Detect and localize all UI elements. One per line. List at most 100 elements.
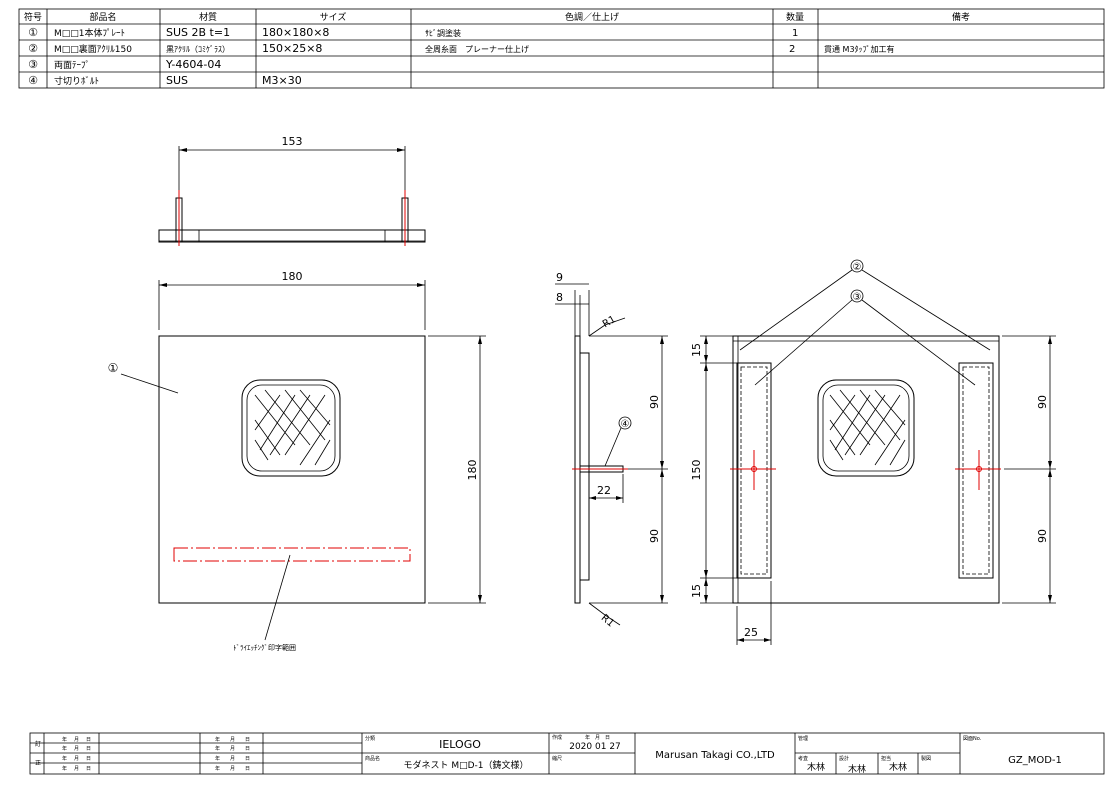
designer-name: 木林 [848, 763, 866, 775]
ymd-day-1: 日 [86, 737, 91, 743]
ymd-month-5: 月 [230, 737, 235, 743]
parts-table: 符号 部品名 材質 サイズ 色調／仕上げ 数量 備考 ① M□□1本体ﾌﾟﾚｰﾄ… [18, 8, 1105, 89]
ymd-year-3: 年 [62, 755, 67, 762]
ymd-month-6: 月 [230, 746, 235, 752]
dim-side-8: 8 [556, 291, 563, 304]
category-label: 分類 [365, 735, 375, 742]
row4-part-name: 寸切りﾎﾞﾙﾄ [54, 75, 99, 87]
header-material: 材質 [199, 11, 217, 23]
company-name: Marusan Takagi CO.,LTD [655, 750, 775, 761]
etching-range [173, 547, 411, 562]
parts-table-border [18, 8, 1105, 89]
checker-label: 考査 [798, 755, 808, 762]
header-remarks: 備考 [952, 11, 970, 23]
callout-4: ④ [621, 419, 630, 430]
ymd-day-3: 日 [86, 756, 91, 762]
dim-back-15-top: 15 [690, 343, 703, 357]
ymd-year-4: 年 [62, 765, 67, 772]
title-block-border [29, 732, 1105, 775]
header-qty: 数量 [786, 11, 804, 23]
etching-note: ﾄﾞﾗｲｴｯﾁﾝｸﾞ印字範囲 [233, 643, 296, 652]
row4-material: SUS [166, 74, 188, 87]
ymd-month-3: 月 [74, 756, 79, 762]
row3-part-name: 両面ﾃｰﾌﾟ [54, 60, 90, 71]
row2-symbol: ② [28, 42, 38, 55]
row2-remarks: 貫通 M3ﾀｯﾌﾟ加工有 [824, 44, 895, 54]
row1-qty: 1 [792, 28, 798, 39]
dim-side-90-lower: 90 [648, 529, 661, 543]
callout-2: ② [853, 262, 862, 273]
row3-material: Y-4604-04 [165, 58, 221, 71]
ymd-day-4: 日 [86, 766, 91, 772]
front-cutout-pattern [241, 379, 341, 477]
front-view-plate [158, 335, 426, 604]
category-value: IELOGO [439, 738, 481, 751]
ymd-month-7: 月 [230, 756, 235, 762]
ymd-day-2: 日 [86, 746, 91, 752]
designer-label: 設計 [839, 755, 849, 762]
dim-side-90-upper: 90 [648, 395, 661, 409]
dim-side-r1-bottom: R1 [599, 613, 616, 630]
dim-back-150: 150 [690, 460, 703, 481]
row4-size: M3×30 [262, 74, 302, 87]
top-view: 153 [158, 135, 426, 246]
checker-name: 木林 [807, 761, 825, 773]
ymd-year-2: 年 [62, 745, 67, 752]
row1-symbol: ① [28, 26, 38, 39]
header-part-name: 部品名 [89, 11, 116, 23]
row3-symbol: ③ [28, 58, 38, 71]
row2-part-name: M□□裏面ｱｸﾘﾙ150 [54, 43, 132, 55]
ymd-year-7: 年 [215, 755, 220, 762]
row1-size: 180×180×8 [262, 26, 329, 39]
drafter-name: 木林 [889, 761, 907, 773]
back-cutout-pattern [817, 379, 915, 477]
created-ymd: 年 月 日 [585, 734, 610, 741]
ymd-month-2: 月 [74, 746, 79, 752]
ymd-day-8: 日 [245, 766, 250, 772]
back-view-acrylic-left [736, 362, 772, 579]
product-value: モダネスト M□D-1（鋳文様） [403, 759, 528, 771]
row2-material: 黒ｱｸﾘﾙ（ｺﾐｹﾞﾗｽ） [166, 45, 230, 54]
dim-top-width: 153 [282, 135, 303, 148]
scale-label: 縮尺 [552, 755, 562, 762]
manager-label: 管理 [798, 735, 808, 742]
row2-finish: 全周糸面 プレーナー仕上げ [425, 44, 529, 54]
ymd-month-4: 月 [74, 766, 79, 772]
dim-back-25: 25 [744, 626, 758, 639]
ymd-year-1: 年 [62, 736, 67, 743]
title-block: 訂 正 年 月 日 年 月 日 年 月 日 年 月 日 年 月 日 年 月 日 … [29, 732, 1105, 775]
dim-side-22: 22 [597, 484, 611, 497]
drawing-no: GZ_MOD-1 [1008, 755, 1062, 766]
back-view: ② ③ 15 150 15 25 [690, 259, 1056, 645]
ymd-year-5: 年 [215, 736, 220, 743]
callout-1: ① [108, 361, 119, 375]
ymd-day-5: 日 [245, 737, 250, 743]
approved-label: 製図 [921, 755, 931, 762]
created-date: 2020 01 27 [569, 742, 621, 752]
drafter-label: 担当 [881, 755, 891, 762]
product-label: 商品名 [365, 755, 380, 762]
dim-back-90-upper: 90 [1036, 395, 1049, 409]
created-label: 作成 [552, 734, 562, 741]
ymd-year-8: 年 [215, 765, 220, 772]
drawing-no-label: 図面No. [963, 736, 982, 742]
ymd-month-8: 月 [230, 766, 235, 772]
header-symbol: 符号 [24, 11, 42, 23]
row1-material: SUS 2B t=1 [166, 26, 230, 39]
dim-back-90-lower: 90 [1036, 529, 1049, 543]
dim-front-height: 180 [466, 460, 479, 481]
row1-part-name: M□□1本体ﾌﾟﾚｰﾄ [54, 27, 125, 39]
back-view-acrylic-right [958, 362, 994, 579]
row4-symbol: ④ [28, 74, 38, 87]
dim-side-r1-top: R1 [601, 314, 618, 330]
ymd-month-1: 月 [74, 737, 79, 743]
dim-back-15-bottom: 15 [690, 584, 703, 598]
callout-3: ③ [853, 292, 862, 303]
side-view: 9 8 R1 R1 90 90 22 ④ [555, 271, 668, 630]
rev-mark-1: 訂 [35, 740, 41, 748]
header-finish: 色調／仕上げ [565, 11, 619, 23]
row2-size: 150×25×8 [262, 42, 322, 55]
ymd-day-7: 日 [245, 756, 250, 762]
